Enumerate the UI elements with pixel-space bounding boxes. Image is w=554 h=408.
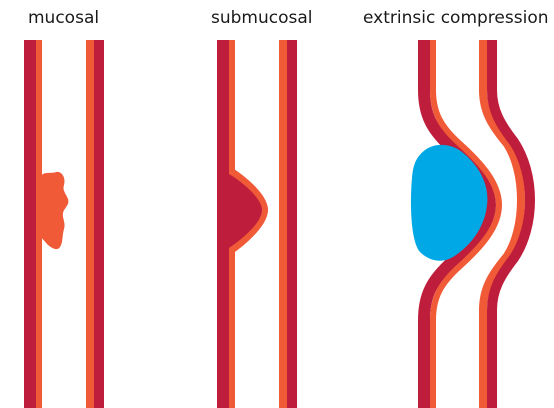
panel-extrinsic-compression [410, 40, 536, 408]
extrinsic-left-wall-inner [430, 40, 503, 408]
panel-mucosal [24, 40, 104, 408]
label-mucosal: mucosal [28, 8, 100, 28]
label-submucosal: submucosal [211, 8, 313, 28]
submucosal-right-wall-outer [287, 40, 297, 408]
submucosal-left-wall-outer [217, 40, 229, 408]
submucosal-right-wall-inner [279, 40, 287, 408]
panel-submucosal [217, 40, 297, 408]
mucosal-right-wall-inner [86, 40, 94, 408]
extrinsic-mass [410, 144, 488, 261]
label-extrinsic-compression: extrinsic compression [363, 8, 549, 28]
mucosal-left-wall-inner [36, 40, 42, 408]
mucosal-left-wall-outer [24, 40, 36, 408]
mucosal-lesion [41, 171, 69, 250]
submucosal-lesion [229, 174, 262, 248]
extrinsic-right-wall-outer [487, 40, 536, 408]
extrinsic-left-wall-outer [418, 40, 497, 408]
extrinsic-right-wall-inner [479, 40, 526, 408]
mucosal-right-wall-outer [94, 40, 104, 408]
